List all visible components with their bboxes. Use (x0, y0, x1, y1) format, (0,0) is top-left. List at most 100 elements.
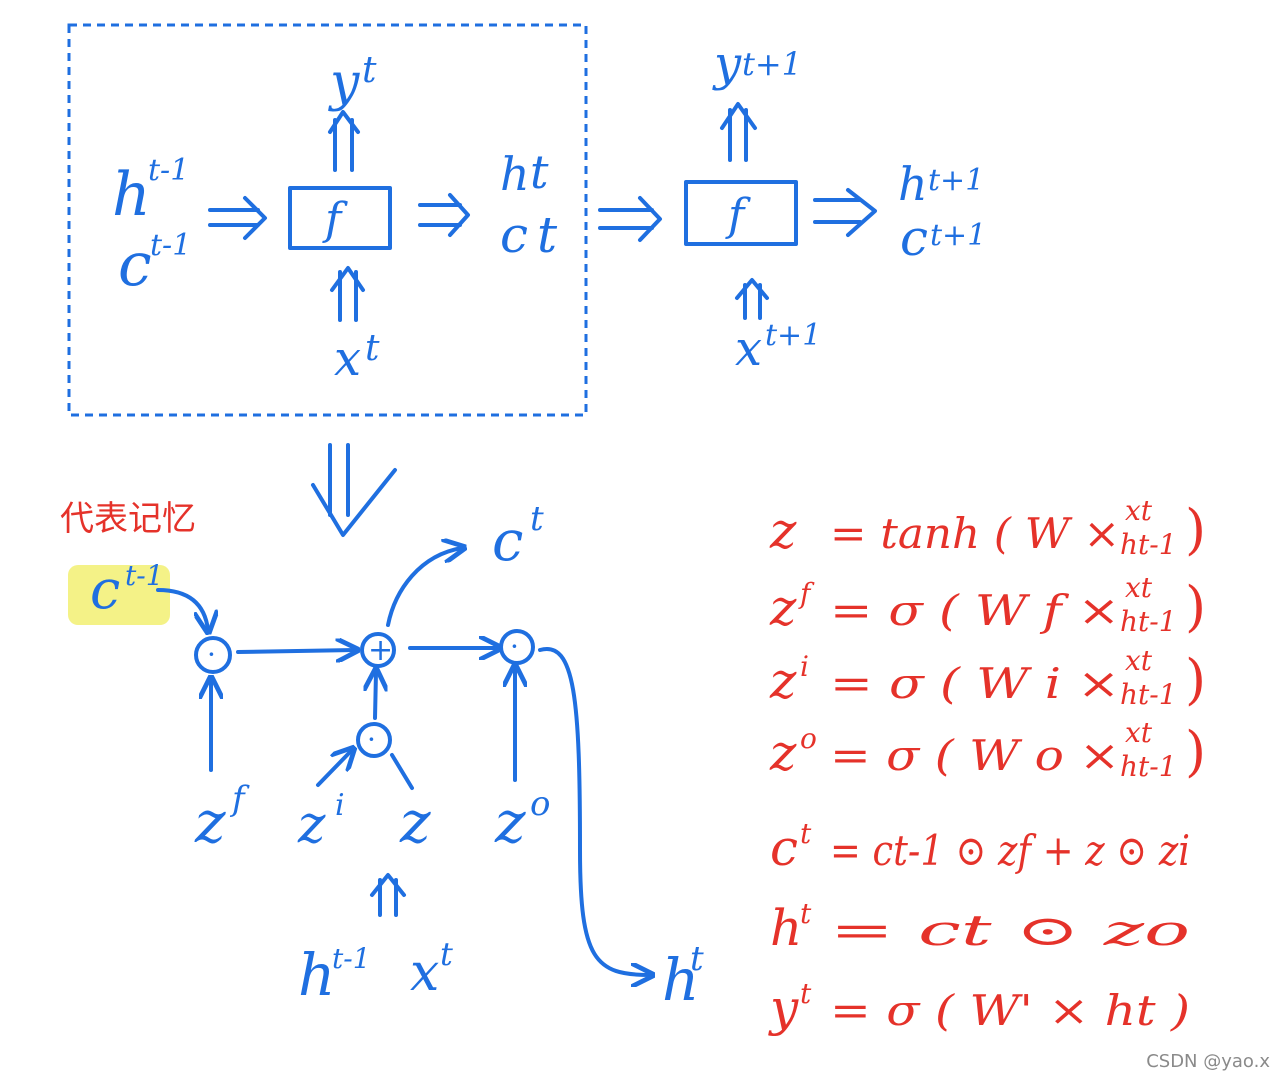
arrow-in-c1 (208, 196, 267, 240)
eq-0-lhs: z (769, 502, 797, 560)
c-prev-sup: t-1 (125, 559, 164, 592)
cell-1-in-c-sup: t-1 (150, 228, 191, 263)
node-input-mul (356, 722, 392, 758)
eq-5-lhs: h (770, 899, 802, 957)
arrow-z-node4 (390, 753, 414, 790)
x-in-label-sup: t (440, 935, 453, 973)
cell-1-in-h: h (112, 160, 151, 230)
c-out: c (492, 509, 523, 574)
arrow-up-y1 (328, 110, 360, 172)
zf-label-sup: f (229, 779, 250, 819)
eq-3-lhs-sup: o (800, 722, 817, 755)
eq-2-stack-top: xt (1125, 644, 1153, 677)
eq-6-rhs: = σ ( W' × ht ) (830, 986, 1190, 1035)
cell-2-fn: f (725, 190, 751, 241)
cell-1-out-c: c (500, 206, 528, 264)
eq-6-lhs-sup: t (800, 977, 812, 1010)
zi-label: z (297, 795, 326, 855)
eq-1-stack-top: xt (1125, 571, 1153, 604)
eq-0-stack-top: xt (1125, 494, 1153, 527)
cell-1-in-x: x (334, 331, 361, 387)
node-forget-mul-dot: · (207, 638, 216, 671)
node-add (360, 632, 396, 668)
cell-1-out-y-sup: t (362, 50, 377, 91)
cell-1-box (288, 186, 392, 250)
cell-2-box (684, 180, 798, 246)
zi-label-sup: i (335, 788, 345, 823)
memory-note: 代表记忆 (60, 499, 196, 539)
eq-2-stack-bot: ht-1 (1120, 678, 1177, 711)
dashed-frame (67, 23, 588, 417)
eq-4-rhs: = ct-1 ⊙ zf + z ⊙ zi (830, 826, 1190, 875)
arrow-zi-node4 (316, 750, 352, 787)
zo-label-sup: o (530, 784, 550, 824)
cell-2-out-c: c (900, 209, 928, 267)
node-input-mul-dot: · (367, 723, 376, 756)
arrow-up-x1 (330, 266, 365, 322)
eq-3-rhs: = σ ( W o × (830, 731, 1120, 780)
cell-2-in-x-sup: t+1 (765, 318, 821, 353)
arrow-up-inputs (370, 873, 406, 917)
z-label: z (399, 788, 431, 856)
watermark: CSDN @yao.x (1146, 1051, 1270, 1072)
eq-1-close: ) (1185, 575, 1206, 638)
cell-2: f y t+1 x t+1 h t+1 c t+1 (598, 36, 986, 377)
cell-1-fn: f (322, 194, 348, 245)
h-out-sup: t (690, 939, 704, 979)
zf-label: z (194, 788, 226, 856)
eq-3-stack-top: xt (1125, 716, 1153, 749)
cell-2-out-y-sup: t+1 (742, 45, 802, 83)
c-out-sup: t (530, 499, 544, 539)
eq-1-rhs: = σ ( W f × (830, 586, 1120, 635)
cell-1-out-y: y (328, 53, 360, 113)
eq-4-lhs: c (770, 819, 798, 877)
cell-2-out-y: y (712, 36, 742, 92)
cell-1: f h t-1 c t-1 y t x t h t c t (112, 50, 558, 387)
arrow-out-c1 (418, 193, 470, 237)
eq-1-lhs: z (769, 579, 797, 637)
eq-3-close: ) (1185, 720, 1206, 783)
eq-3-lhs: z (769, 724, 797, 782)
eq-3-stack-bot: ht-1 (1120, 750, 1177, 783)
x-in-label: x (410, 943, 439, 1003)
cell-1-in-x-sup: t (365, 328, 380, 369)
arrow-in-c2 (598, 196, 662, 242)
node-output-mul (499, 629, 535, 665)
node-output-mul-dot: · (510, 630, 519, 663)
eq-0-stack-bot: ht-1 (1120, 528, 1177, 561)
h-prev-label-sup: t-1 (332, 942, 371, 975)
eq-2-lhs: z (769, 652, 797, 710)
eq-2-close: ) (1185, 648, 1206, 711)
c-prev: c (90, 558, 120, 621)
arrow-node1-node2 (236, 650, 355, 652)
eq-5-lhs-sup: t (800, 897, 812, 930)
arrow-out-c2 (813, 188, 877, 237)
arrow-node3-ht (538, 646, 650, 975)
eq-1-lhs-sup: f (798, 577, 815, 610)
eq-2-rhs: = σ ( W i × (830, 659, 1120, 708)
expand-down-arrow (311, 443, 397, 537)
eq-0-close: ) (1185, 498, 1206, 561)
c-prev-highlight (68, 565, 170, 625)
cell-1-out-c-sup: t (537, 206, 558, 264)
arrow-node2-ct (386, 548, 462, 627)
node-add-plus: + (368, 633, 393, 668)
cell-1-in-h-sup: t-1 (148, 153, 189, 188)
eq-1-stack-bot: ht-1 (1120, 605, 1177, 638)
eq-4-lhs-sup: t (800, 817, 812, 850)
cell-2-out-c-sup: t+1 (930, 218, 986, 253)
arrow-up-x2 (735, 278, 769, 320)
cell-2-out-h-sup: t+1 (928, 163, 984, 198)
arrow-cprev-node1 (156, 588, 208, 630)
eq-5-rhs: = ct ⊙ zo (830, 906, 1190, 955)
cell-1-out-h-sup: t (530, 145, 549, 199)
node-forget-mul (194, 636, 232, 674)
cell-2-in-x: x (735, 321, 762, 377)
eq-2-lhs-sup: i (800, 650, 809, 683)
eq-0-rhs: = tanh ( W × (830, 509, 1120, 558)
eq-6-lhs: y (768, 979, 799, 1037)
h-prev-label: h (298, 941, 335, 1009)
arrow-node4-node2 (375, 672, 376, 720)
